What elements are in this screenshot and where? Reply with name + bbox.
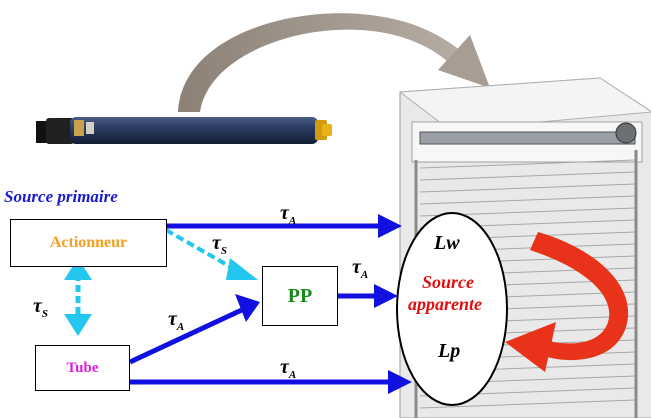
actuator-box: Actionneur — [10, 219, 167, 267]
arrow-actuator-to-source — [165, 214, 402, 238]
tube-box: Tube — [35, 345, 130, 391]
tau-a-label-tube-pp: τA — [168, 308, 185, 333]
dashed-arrow-actuator-tube — [64, 258, 92, 336]
lw-label: Lw — [434, 232, 460, 254]
apparent-source-line2: apparente — [408, 294, 482, 314]
arrow-tube-to-source — [130, 370, 412, 394]
apparent-source-ellipse — [396, 212, 508, 406]
lp-label: Lp — [438, 340, 461, 362]
tau-a-label-bottom: τA — [280, 356, 297, 381]
tube-label: Tube — [66, 359, 99, 376]
tau-s-label-actuator-pp: τS — [212, 232, 228, 257]
apparent-source-line1: Source — [422, 272, 475, 292]
motor-tube-image — [36, 117, 332, 144]
pp-label: PP — [287, 284, 313, 307]
source-primary-label: Source primaire — [4, 187, 118, 206]
pp-box: PP — [262, 266, 338, 326]
arrow-tube-to-pp — [128, 294, 260, 365]
arrow-pp-to-source — [338, 284, 398, 308]
tau-a-label-top: τA — [280, 202, 297, 227]
tau-s-label-actuator-tube: τS — [33, 295, 49, 320]
rotation-arrow — [505, 232, 629, 372]
tau-a-label-pp-out: τA — [352, 256, 369, 281]
dashed-arrow-actuator-to-pp — [165, 228, 258, 280]
curved-transfer-arrow — [178, 13, 490, 112]
actuator-label: Actionneur — [49, 234, 128, 251]
